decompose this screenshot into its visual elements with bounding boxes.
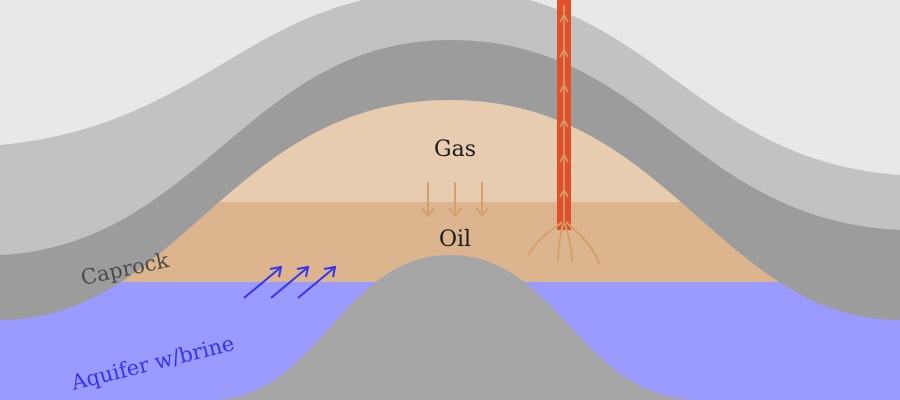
well-upflow-arrows	[559, 5, 569, 225]
brine-push-arrows	[243, 265, 337, 299]
gas-label: Gas	[434, 137, 476, 162]
well-inflow-lines	[527, 221, 601, 266]
oil-label: Oil	[439, 227, 471, 252]
core-rock-mound	[210, 255, 700, 400]
gas-down-arrows	[421, 182, 489, 218]
